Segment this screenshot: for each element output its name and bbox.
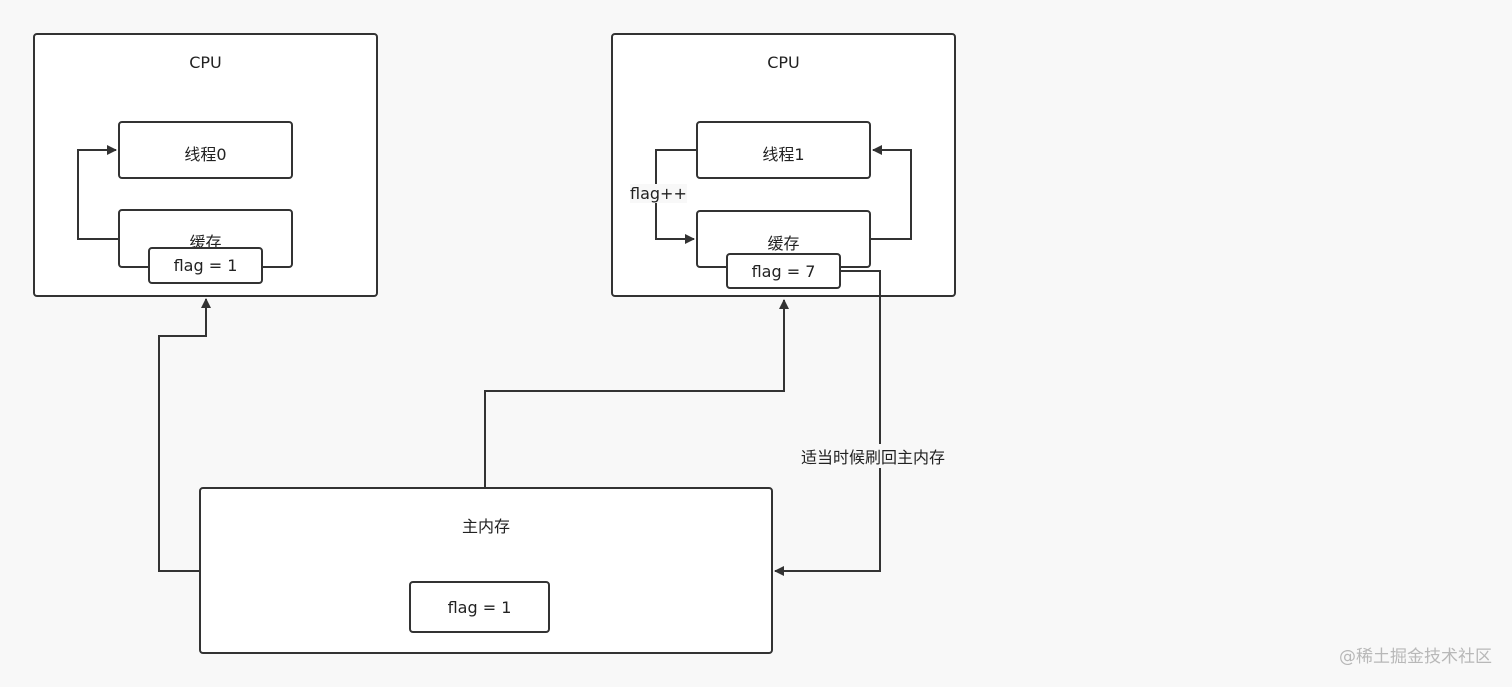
cache-right-label: 缓存 [767,234,800,253]
writeback-arrow [774,270,881,576]
main-memory-flag-value: flag = 1 [447,598,512,617]
cache-right-flag-value: flag = 7 [751,262,816,281]
increment-label: flag++ [630,184,687,203]
main-memory-title: 主内存 [461,517,510,536]
thread-1-label: 线程1 [762,145,805,164]
cpu-left-title: CPU [189,53,222,72]
memory-to-right-cpu-arrow [484,299,789,487]
thread-0-label: 线程0 [184,145,227,164]
thread-1-box: 线程1 [696,121,871,179]
cache-left-flag-value: flag = 1 [173,256,238,275]
cpu-right-title: CPU [767,53,800,72]
cache-right-flag-box: flag = 7 [726,253,841,289]
cache-left-flag-box: flag = 1 [148,247,263,284]
watermark-text: @稀土掘金技术社区 [1339,647,1492,667]
main-memory-flag-box: flag = 1 [409,581,550,633]
thread-0-box: 线程0 [118,121,293,179]
writeback-label: 适当时候刷回主内存 [801,444,946,468]
